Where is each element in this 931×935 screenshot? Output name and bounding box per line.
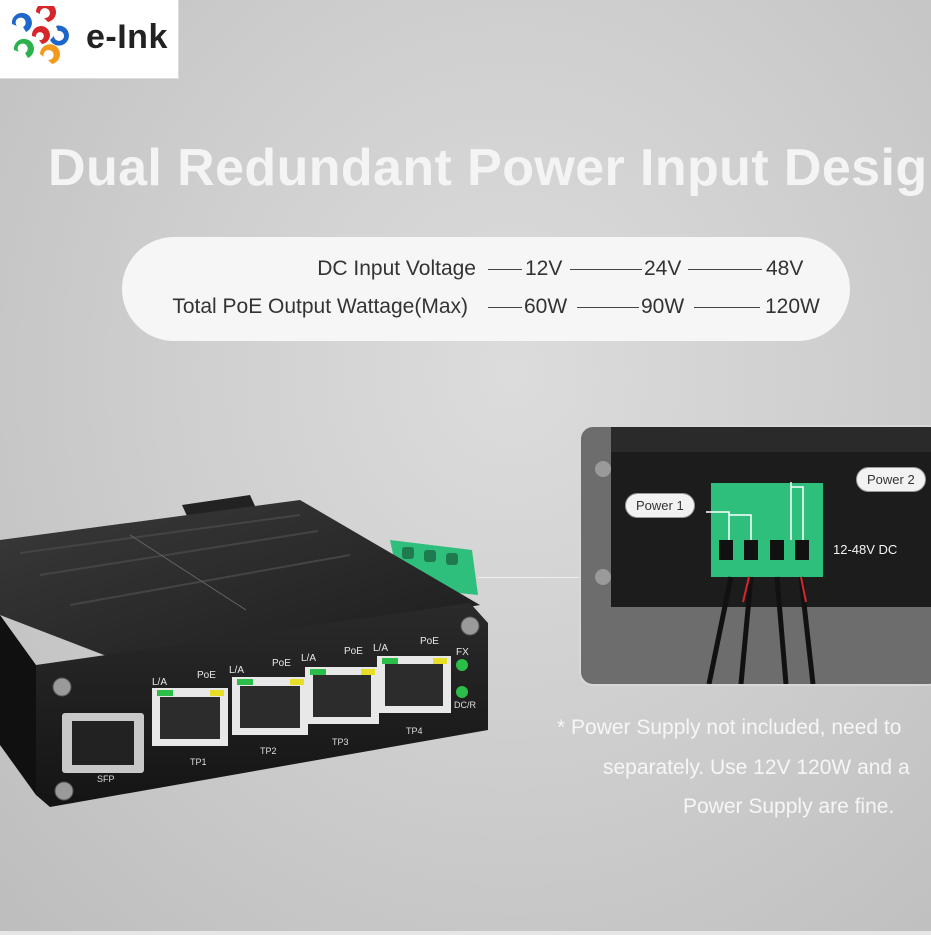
la-label: L/A xyxy=(301,653,317,664)
port-label: TP4 xyxy=(406,726,423,736)
spec-line xyxy=(488,307,522,308)
spec-value: 12V xyxy=(525,257,563,280)
power2-callout: Power 2 xyxy=(856,467,926,492)
terminal-detail-inset: Power 1 Power 2 12-48V DC xyxy=(579,425,931,686)
fx-label: FX xyxy=(456,647,469,658)
power-supply-note-line1: * Power Supply not included, need to xyxy=(557,716,902,739)
spec-table: DC Input Voltage 12V 24V 48V Total PoE O… xyxy=(122,237,850,341)
poe-label: PoE xyxy=(420,636,439,647)
la-label: L/A xyxy=(152,677,168,688)
spec-value: 90W xyxy=(641,295,685,318)
port-label: TP3 xyxy=(332,737,349,747)
spec-line xyxy=(688,269,762,270)
spec-value: 120W xyxy=(765,295,820,318)
la-label: L/A xyxy=(229,665,245,676)
power-supply-note-line2: separately. Use 12V 120W and a xyxy=(603,756,910,779)
spec-line xyxy=(694,307,760,308)
brand-name: e-Ink xyxy=(86,18,168,56)
voltage-range-label: 12-48V DC xyxy=(833,542,898,557)
poe-label: PoE xyxy=(272,658,291,669)
spec-line xyxy=(577,307,639,308)
spec-label: Total PoE Output Wattage(Max) xyxy=(172,295,468,318)
spec-value: 24V xyxy=(644,257,682,280)
detail-pointer-line xyxy=(478,577,580,578)
sfp-label: SFP xyxy=(97,774,115,784)
port-label: TP1 xyxy=(190,757,207,767)
pwr-led-label: DC/R xyxy=(454,700,476,710)
spec-line xyxy=(570,269,642,270)
port-label: TP2 xyxy=(260,746,277,756)
spec-line xyxy=(488,269,522,270)
poe-switch-image xyxy=(0,495,488,807)
page-title: Dual Redundant Power Input Desig xyxy=(48,139,928,197)
poe-label: PoE xyxy=(344,646,363,657)
brand-logo: e-Ink xyxy=(0,0,179,79)
power1-callout: Power 1 xyxy=(625,493,695,518)
spec-label: DC Input Voltage xyxy=(317,257,476,280)
spec-value: 60W xyxy=(524,295,568,318)
poe-label: PoE xyxy=(197,670,216,681)
power-supply-note-line3: Power Supply are fine. xyxy=(683,795,895,818)
brand-logo-icon xyxy=(11,6,69,64)
spec-value: 48V xyxy=(766,257,804,280)
bottom-strip xyxy=(0,931,931,935)
la-label: L/A xyxy=(373,643,389,654)
